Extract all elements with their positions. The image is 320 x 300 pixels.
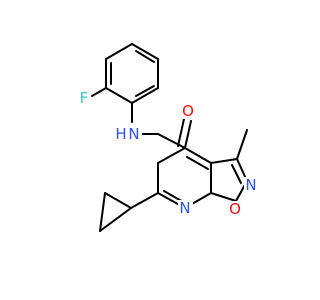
isoxazole-nitrogen-label: N: [244, 176, 259, 194]
substituent-bonds: [91, 87, 192, 149]
svg-text:F: F: [80, 89, 89, 107]
bond: [186, 156, 209, 170]
carbonyl-oxygen-label: O: [181, 102, 196, 120]
bond-c-methyl: [236, 129, 248, 160]
bond: [131, 43, 159, 60]
svg-text:O: O: [182, 102, 194, 120]
molecule-diagram: F H N O N N O: [77, 43, 259, 232]
svg-text:N: N: [179, 199, 190, 217]
bond: [104, 192, 132, 209]
atom-labels: F H N O N N O: [77, 89, 259, 218]
bond: [99, 207, 132, 232]
bond: [210, 192, 237, 202]
svg-text:O: O: [229, 200, 241, 218]
bond-c-o-amide-2: [177, 118, 185, 147]
bond: [210, 158, 238, 164]
bond: [157, 147, 186, 164]
bond: [184, 147, 212, 164]
bond-c-cyclopropyl: [130, 192, 159, 209]
bond: [231, 164, 242, 184]
fluorine-label: F: [77, 89, 91, 107]
amide-nh-label: H N: [112, 125, 142, 143]
bond: [99, 192, 106, 232]
bond: [135, 50, 155, 63]
bond: [105, 43, 133, 60]
svg-text:N: N: [245, 176, 256, 194]
bond-c-o-amide-1: [184, 120, 192, 149]
bond: [131, 87, 159, 104]
bond-c-f: [91, 87, 107, 97]
fluorophenyl-ring: [105, 43, 159, 104]
bond: [135, 85, 155, 97]
cyclopropyl-ring: [99, 192, 132, 232]
isoxazole-oxygen-label: O: [228, 200, 243, 218]
pyridine-nitrogen-label: N: [178, 199, 193, 217]
bond: [105, 87, 133, 104]
bond-c-c-amide: [157, 133, 186, 149]
pyridine-ring: [130, 147, 212, 209]
svg-text:N: N: [128, 125, 139, 143]
svg-text:H: H: [115, 125, 126, 143]
isoxazole-ring: [210, 129, 248, 202]
